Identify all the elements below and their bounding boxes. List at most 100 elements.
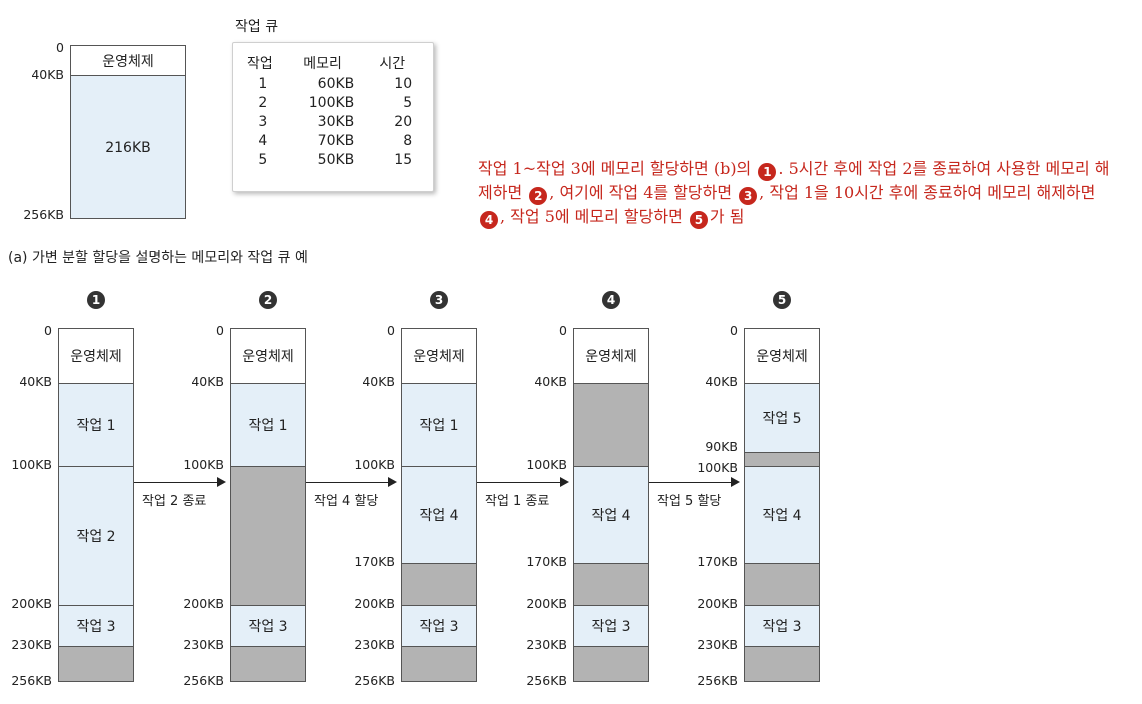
os-segment: 운영체제 — [745, 329, 819, 385]
job-segment: 작업 1 — [402, 384, 476, 468]
job-segment: 작업 4 — [745, 467, 819, 565]
address-label: 256KB — [354, 673, 395, 688]
free-segment — [745, 453, 819, 468]
step-2-badge: 2 — [529, 187, 548, 205]
transition-label: 작업 2 종료 — [142, 494, 207, 509]
address-label: 100KB — [354, 457, 395, 473]
address-label: 200KB — [354, 595, 395, 611]
address-label: 40KB — [534, 374, 567, 390]
address-label: 90KB — [705, 439, 738, 455]
cell: 5 — [258, 152, 268, 168]
cell: 10 — [394, 76, 413, 92]
os-segment: 운영체제 — [59, 329, 133, 385]
address-label: 200KB — [11, 595, 52, 611]
job-segment: 작업 3 — [231, 605, 305, 648]
address-label: 100KB — [11, 457, 52, 473]
address-label: 100KB — [183, 457, 224, 473]
job-segment: 작업 4 — [402, 467, 476, 565]
address-label: 0 — [216, 323, 224, 338]
state-5-number: 5 — [773, 291, 791, 309]
step-4-badge: 4 — [480, 211, 498, 229]
cell: 60KB — [317, 76, 355, 92]
address-label: 256KB — [526, 673, 567, 688]
note-text: 가 됨 — [709, 207, 745, 226]
initial-memory-box: 운영체제 216KB — [70, 45, 186, 219]
os-segment: 운영체제 — [71, 46, 185, 76]
free-segment — [574, 384, 648, 468]
header-job: 작업 — [247, 56, 273, 72]
table-row: 2 100KB 5 — [241, 94, 424, 113]
free-segment — [574, 564, 648, 606]
free-segment — [402, 647, 476, 681]
transition-label: 작업 1 종료 — [485, 494, 550, 509]
address-label: 256KB — [183, 673, 224, 688]
address-label: 256KB — [11, 673, 52, 688]
address-label: 100KB — [526, 457, 567, 473]
address-label: 200KB — [183, 595, 224, 611]
job-queue-card: 작업 메모리 시간 1 60KB 10 2 100KB 5 3 30KB 20 — [232, 42, 434, 192]
os-segment: 운영체제 — [574, 329, 648, 385]
explanation-note: 작업 1~작업 3에 메모리 할당하면 (b)의 1. 5시간 후에 작업 2를… — [478, 157, 1118, 229]
step-3-badge: 3 — [739, 187, 758, 205]
address-label: 170KB — [354, 554, 395, 570]
free-segment — [59, 647, 133, 681]
arrow-head-icon — [731, 477, 740, 487]
job-segment: 작업 3 — [745, 605, 819, 648]
address-label: 0 — [44, 323, 52, 338]
header-time: 시간 — [379, 56, 406, 72]
free-segment — [402, 564, 476, 606]
job-segment: 작업 4 — [574, 467, 648, 565]
caption-a: (a) 가변 분할 할당을 설명하는 메모리와 작업 큐 예 — [8, 250, 308, 266]
cell: 5 — [403, 95, 413, 111]
cell: 70KB — [317, 133, 355, 149]
job-segment: 작업 1 — [231, 384, 305, 468]
free-segment — [745, 647, 819, 681]
transition-label: 작업 4 할당 — [314, 494, 379, 509]
address-label: 0 — [559, 323, 567, 338]
note-text: , 작업 1을 10시간 후에 종료하여 메모리 해제하면 — [759, 183, 1096, 202]
transition-arrow — [649, 482, 732, 483]
address-label: 40KB — [705, 374, 738, 390]
cell: 50KB — [317, 152, 355, 168]
note-text: , 여기에 작업 4를 할당하면 — [549, 183, 733, 202]
transition-arrow — [306, 482, 389, 483]
job-segment: 작업 3 — [59, 605, 133, 648]
addr-256kb: 256KB — [23, 207, 64, 222]
address-label: 40KB — [191, 374, 224, 390]
state-2-number: 2 — [259, 291, 277, 309]
cell: 20 — [394, 114, 413, 130]
free-segment — [574, 647, 648, 681]
state-1-number: 1 — [87, 291, 105, 309]
cell: 4 — [258, 133, 268, 149]
state-4-number: 4 — [602, 291, 620, 309]
free-segment — [745, 564, 819, 606]
address-label: 0 — [730, 323, 738, 338]
note-text: 작업 1~작업 3에 메모리 할당하면 (b)의 — [478, 159, 752, 178]
cell: 100KB — [308, 95, 355, 111]
address-label: 100KB — [697, 460, 738, 476]
step-5-badge: 5 — [689, 211, 708, 229]
os-segment: 운영체제 — [231, 329, 305, 385]
addr-40kb: 40KB — [31, 67, 64, 82]
transition-arrow — [134, 482, 218, 483]
address-label: 230KB — [183, 637, 224, 653]
address-label: 230KB — [11, 637, 52, 653]
address-label: 200KB — [526, 595, 567, 611]
header-memory: 메모리 — [303, 56, 342, 72]
job-queue-table: 작업 메모리 시간 1 60KB 10 2 100KB 5 3 30KB 20 — [241, 53, 424, 170]
address-label: 0 — [387, 323, 395, 338]
cell: 30KB — [317, 114, 355, 130]
address-label: 230KB — [526, 637, 567, 653]
step-1-badge: 1 — [758, 163, 777, 181]
address-label: 230KB — [354, 637, 395, 653]
note-text: , 작업 5에 메모리 할당하면 — [500, 207, 683, 226]
free-segment — [231, 647, 305, 681]
cell: 3 — [258, 114, 268, 130]
table-row: 4 70KB 8 — [241, 132, 424, 151]
address-label: 256KB — [697, 673, 738, 688]
table-row: 1 60KB 10 — [241, 75, 424, 94]
address-label: 170KB — [697, 554, 738, 570]
free-216kb-segment: 216KB — [71, 76, 185, 218]
